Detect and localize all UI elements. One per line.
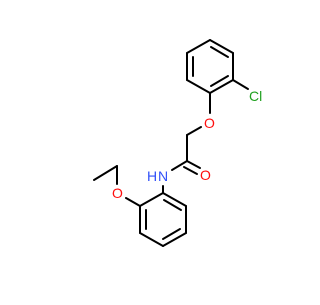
ring-bond bbox=[139, 232, 164, 247]
ether-oxygen-label: O bbox=[204, 115, 215, 131]
ring-bond bbox=[162, 192, 187, 207]
ring-bond bbox=[139, 192, 164, 207]
amide-hydrogen-label: H bbox=[147, 168, 157, 184]
ring-double-bond bbox=[163, 199, 182, 211]
molecule-canvas: Cl O O H N O bbox=[93, 39, 262, 247]
atom-labels: Cl O O H N O bbox=[112, 88, 262, 201]
o-ch2-bond bbox=[186, 126, 202, 136]
ring-bond bbox=[186, 39, 211, 54]
c-n-bond bbox=[171, 160, 188, 171]
ring-bond bbox=[209, 79, 234, 94]
ring-bond bbox=[186, 79, 211, 94]
ring-double-bond bbox=[210, 75, 229, 87]
structure-diagram: Cl O O H N O bbox=[93, 39, 262, 247]
bond-lines bbox=[93, 39, 249, 247]
carbonyl-bond bbox=[183, 166, 198, 175]
ethyl-bond bbox=[93, 165, 118, 181]
ring-bond bbox=[209, 39, 234, 54]
c-cl-bond bbox=[232, 79, 249, 90]
carbonyl-oxygen-label: O bbox=[200, 167, 211, 183]
ethoxy-oxygen-label: O bbox=[112, 185, 123, 201]
ring-bond bbox=[162, 232, 187, 247]
carbonyl-bond bbox=[186, 160, 201, 169]
ring-double-bond bbox=[162, 228, 181, 240]
c-o-ethoxy-bond bbox=[125, 197, 141, 207]
amide-nitrogen-label: N bbox=[158, 168, 168, 184]
chlorine-label: Cl bbox=[249, 88, 262, 104]
ring-double-bond bbox=[210, 46, 229, 58]
